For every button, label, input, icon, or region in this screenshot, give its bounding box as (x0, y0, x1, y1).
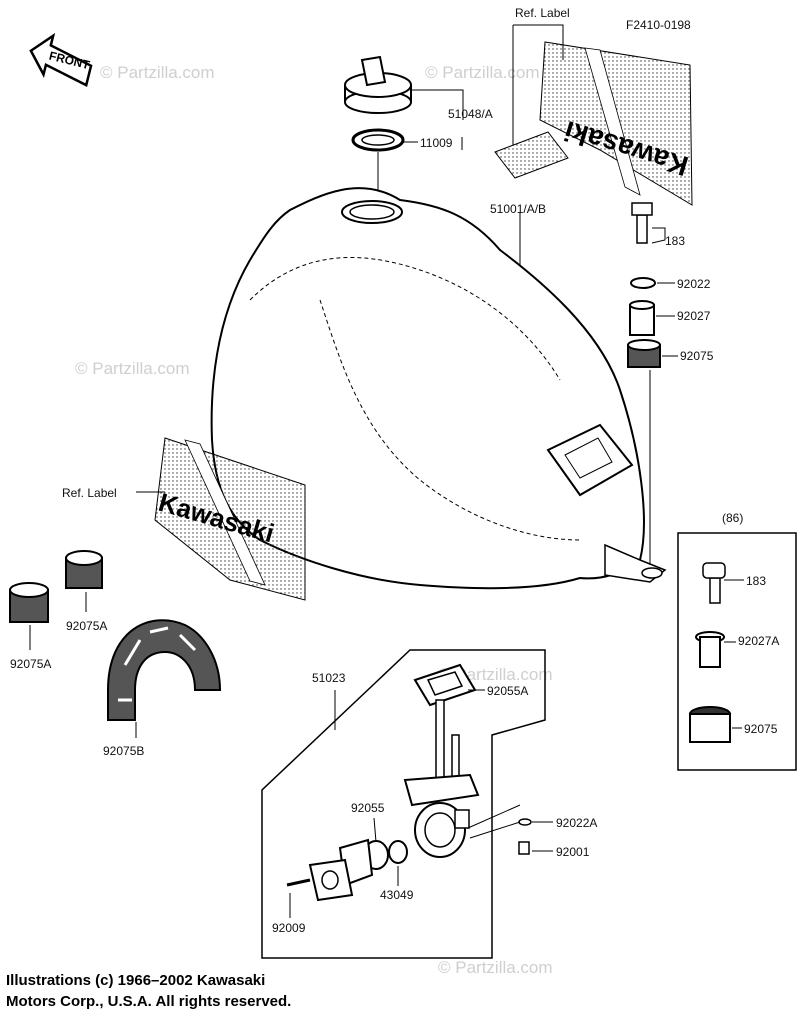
watermark-text: © Partzilla.com (100, 63, 215, 82)
diagram-code: F2410-0198 (626, 18, 691, 32)
label-92075B: 92075B (103, 744, 144, 758)
dampers-92075A (9, 550, 103, 623)
group-label-183: 183 (746, 574, 766, 588)
label-92055: 92055 (351, 801, 385, 815)
watermark-text: © Partzilla.com (438, 958, 553, 977)
top-kawasaki-decal: Kawasaki (539, 41, 693, 206)
label-92022: 92022 (677, 277, 711, 291)
group-86-parts (689, 562, 731, 743)
group-86-label: (86) (722, 511, 743, 525)
label-92009: 92009 (272, 921, 306, 935)
fuel-cap (344, 55, 412, 152)
copyright-line-2: Motors Corp., U.S.A. All rights reserved… (6, 993, 292, 1010)
label-92075: 92075 (680, 349, 714, 363)
ref-label-sticker (494, 131, 569, 179)
label-92027: 92027 (677, 309, 711, 323)
ref-label-left: Ref. Label (62, 486, 117, 500)
fuel-tank (210, 187, 667, 590)
label-183: 183 (665, 234, 685, 248)
label-11009: 11009 (420, 136, 453, 150)
damper-92075B (107, 619, 222, 721)
copyright-line-1: Illustrations (c) 1966–2002 Kawasaki (6, 972, 266, 989)
label-92075A-a: 92075A (66, 619, 107, 633)
label-92001: 92001 (556, 845, 590, 859)
front-arrow-icon: FRONT (29, 32, 93, 87)
watermark-text: © Partzilla.com (75, 359, 190, 378)
ref-label-top: Ref. Label (515, 6, 570, 20)
left-kawasaki-decal: Kawasaki (154, 437, 306, 601)
group-label-92027A: 92027A (738, 634, 779, 648)
label-51023: 51023 (312, 671, 346, 685)
label-92022A: 92022A (556, 816, 597, 830)
label-51001: 51001/A/B (490, 202, 546, 216)
label-92075A-b: 92075A (10, 657, 51, 671)
watermark-text: © Partzilla.com (425, 63, 540, 82)
label-43049: 43049 (380, 888, 414, 902)
group-label-92075: 92075 (744, 722, 778, 736)
fuel-cock-assembly (286, 663, 532, 902)
label-51048: 51048/A (448, 107, 493, 121)
copyright-notice: Illustrations (c) 1966–2002 Kawasaki Mot… (6, 970, 291, 1012)
group-86-box (677, 532, 797, 771)
fuel-cock-box (261, 649, 546, 959)
tank-mount-parts (627, 202, 661, 565)
label-92055A: 92055A (487, 684, 528, 698)
